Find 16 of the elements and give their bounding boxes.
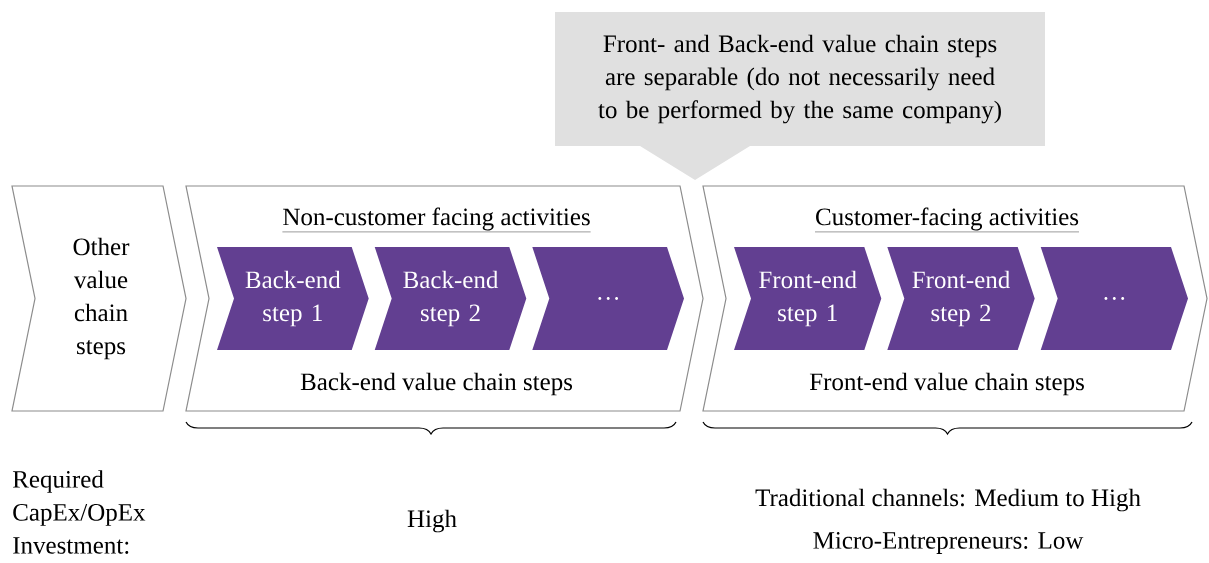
process-step: … bbox=[1040, 247, 1188, 350]
chevron: Other value chain steps bbox=[11, 185, 187, 412]
value-label: Micro-Entrepreneurs: Low bbox=[813, 532, 1084, 554]
value-label: Traditional channels: Medium to High bbox=[755, 488, 1141, 512]
callout-box: Front- and Back-end value chain steps are separable (do not necessarily need to be performed by the same company) bbox=[555, 12, 1045, 180]
process-step: … bbox=[532, 247, 684, 350]
value-label: High bbox=[407, 509, 457, 533]
section-caption: Back-end value chain steps bbox=[300, 372, 573, 396]
section-heading: Customer-facing activities bbox=[814, 207, 1080, 233]
row-label: Required CapEx/OpEx Investment: bbox=[12, 470, 146, 554]
process-step: Back-end step 2 bbox=[374, 247, 527, 350]
process-step: Back-end step 1 bbox=[217, 247, 369, 350]
section-caption: Front-end value chain steps bbox=[809, 372, 1084, 396]
section-heading: Non-customer facing activities bbox=[282, 207, 591, 233]
process-step: Front-end step 2 bbox=[887, 247, 1035, 350]
process-step: Front-end step 1 bbox=[734, 247, 882, 350]
